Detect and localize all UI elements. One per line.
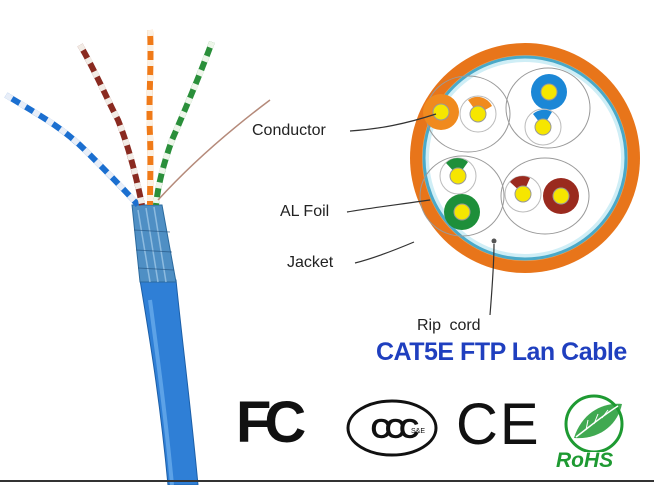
ccc-sub-text: S&E: [411, 428, 426, 435]
rip-cord-dot: [491, 238, 497, 244]
green-pair: [439, 157, 480, 230]
green-white-pair: [153, 40, 215, 206]
rip-cord-label: Rip cord: [417, 317, 481, 334]
brown-white-pair: [77, 43, 145, 206]
rohs-logo-text: RoHS: [556, 449, 614, 472]
product-title: CAT5E FTP Lan Cable: [376, 338, 627, 366]
jacket-label: Jacket: [287, 254, 334, 271]
ce-logo: CE: [456, 392, 541, 457]
brown-pair: [504, 175, 579, 214]
bottom-divider: [0, 480, 654, 482]
blue-white-pair: [4, 92, 141, 208]
orange-white-pair: [146, 29, 154, 206]
cross-section: [410, 43, 640, 273]
fc-logo: FC: [236, 390, 306, 455]
cable-photo: [4, 29, 271, 485]
rip-cord-strand: [157, 99, 271, 201]
rohs-leaf-icon: [564, 394, 624, 452]
orange-pair: [423, 94, 497, 133]
blue-pair: [524, 74, 567, 146]
callout-lines: [346, 113, 495, 316]
al-foil-label: AL Foil: [280, 203, 330, 220]
ccc-logo: CCC: [346, 399, 438, 457]
conductor-label: Conductor: [252, 122, 326, 139]
